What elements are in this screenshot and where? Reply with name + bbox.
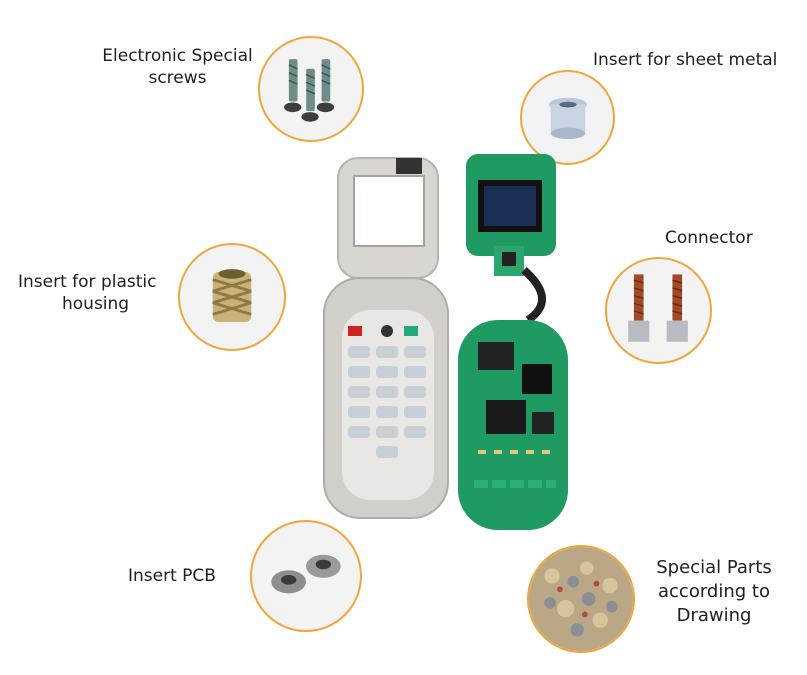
brass-insert-icon — [212, 269, 252, 323]
label-line: screws — [148, 68, 207, 88]
connector-circle — [605, 257, 712, 364]
phone-illustration — [318, 150, 588, 540]
label-insert-sheet-metal: Insert for sheet metal — [593, 49, 777, 71]
label-electronic-special-screws: Electronic Special screws — [95, 45, 260, 89]
pcb-insert-circle — [250, 520, 362, 632]
label-insert-plastic-housing: Insert for plastic housing — [18, 271, 156, 315]
label-line: Insert for sheet metal — [593, 50, 778, 70]
screws-circle — [258, 36, 364, 142]
pcb-insert-icon — [271, 554, 341, 594]
disassembled-phone-image — [323, 154, 568, 530]
special-parts-icon — [529, 547, 633, 651]
label-line: Drawing — [676, 605, 752, 626]
special-parts-circle — [527, 545, 635, 653]
label-line: Electronic Special — [102, 46, 253, 66]
plastic-insert-circle — [178, 243, 286, 351]
screw-icon — [284, 59, 335, 122]
label-line: Insert for plastic — [18, 272, 157, 292]
label-line: Connector — [665, 228, 753, 248]
sheet-metal-insert-icon — [548, 97, 588, 140]
label-line: housing — [62, 294, 130, 314]
label-line: Insert PCB — [128, 566, 216, 586]
label-line: Special Parts — [656, 557, 772, 578]
connector-icon — [628, 274, 688, 342]
label-line: according to — [658, 581, 770, 602]
label-connector: Connector — [665, 227, 753, 249]
sheet-metal-circle — [520, 70, 615, 165]
label-special-parts: Special Parts according to Drawing — [650, 556, 778, 628]
label-insert-pcb: Insert PCB — [128, 565, 216, 587]
